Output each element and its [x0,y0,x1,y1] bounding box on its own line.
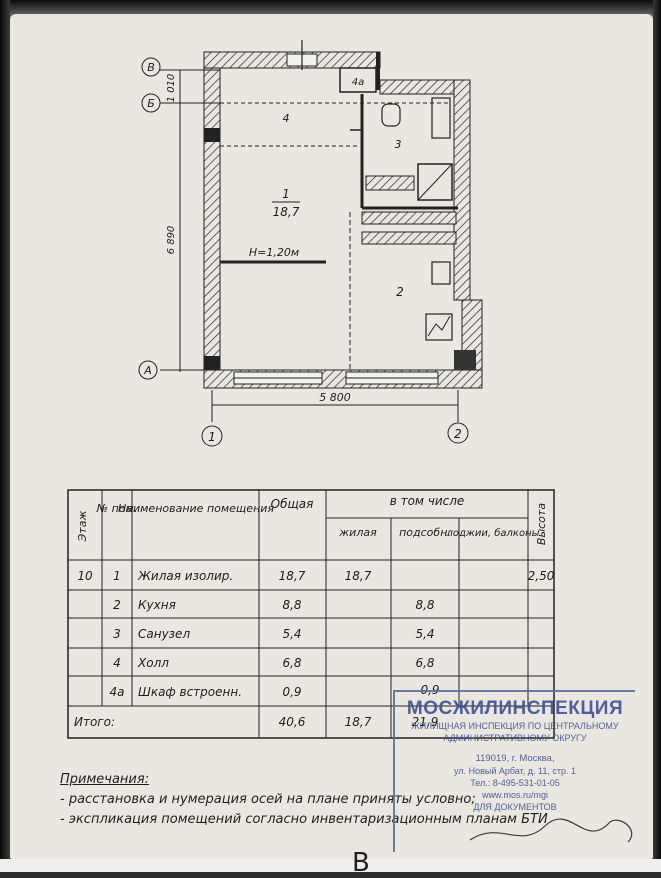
table-row: 2 Кухня 8,8 8,8 [113,598,435,612]
table-row: 4а Шкаф встроенн. 0,9 0,9 [110,683,440,699]
svg-text:5,4: 5,4 [415,627,434,641]
svg-text:Холл: Холл [137,656,169,670]
svg-text:8,8: 8,8 [282,598,301,612]
svg-text:2,50: 2,50 [528,569,555,583]
svg-text:5,4: 5,4 [282,627,301,641]
axis-label-bottom: А [143,364,152,377]
th-living: жилая [338,526,377,539]
axis-label-col-left: 1 [208,430,216,444]
stamp-addr-1: 119019, г. Москва, [475,753,555,764]
room-1-area: 18,7 [273,205,300,219]
stamp-sub-1: ЖИЛИЩНАЯ ИНСПЕКЦИЯ ПО ЦЕНТРАЛЬНОМУ [411,721,619,731]
svg-text:Шкаф встроенн.: Шкаф встроенн. [138,685,242,699]
svg-text:6,8: 6,8 [415,656,434,670]
signature-scribble [469,818,633,843]
svg-text:6,8: 6,8 [282,656,301,670]
plan-labels: В Б А 1 2 1 010 6 890 5 800 1 18,7 Н=1,2… [143,61,462,444]
th-loggia: лоджии, балконы [445,527,539,539]
th-total: Общая [271,497,314,511]
svg-text:4: 4 [113,656,121,670]
interior-partitions [220,67,458,370]
th-incl: в том числе [390,494,465,508]
next-page-letter: В [352,848,370,878]
svg-text:3: 3 [113,627,121,641]
axis-label-top: В [147,61,155,74]
next-page-strip [0,859,661,872]
stamp-addr-2: ул. Новый Арбат, д. 11, стр. 1 [454,766,576,776]
dim-top-offset: 1 010 [166,74,177,103]
svg-text:Кухня: Кухня [138,598,176,612]
svg-text:21,9: 21,9 [412,715,439,729]
dim-width: 5 800 [319,391,351,404]
stamp-addr-5: ДЛЯ ДОКУМЕНТОВ [473,802,557,812]
svg-text:Жилая изолир.: Жилая изолир. [137,569,233,583]
axis-label-mid: Б [147,97,155,110]
table-row: 3 Санузел 5,4 5,4 [113,627,434,641]
photo-frame-right [653,0,661,872]
axis-label-col-right: 2 [454,427,462,441]
room-3-number: 3 [395,138,402,151]
table-row: 4 Холл 6,8 6,8 [113,656,435,670]
svg-text:40,6: 40,6 [279,715,306,729]
room-4a-number: 4а [352,77,365,88]
th-num: № пом. [96,502,138,515]
room-4-number: 4 [283,112,290,125]
inspection-stamp: МОСЖИЛИНСПЕКЦИЯ ЖИЛИЩНАЯ ИНСПЕКЦИЯ ПО ЦЕ… [393,690,635,852]
stamp-org: МОСЖИЛИНСПЕКЦИЯ [406,698,624,719]
th-name: Наименование помещения [118,502,274,515]
th-aux: подсобн. [399,526,451,539]
document-paper [10,14,653,859]
dim-height: 6 890 [166,226,177,255]
stamp-sub-2: АДМИНИСТРАТИВНОМУ ОКРУГУ [443,733,587,743]
svg-text:18,7: 18,7 [345,569,372,583]
svg-text:10: 10 [77,569,93,583]
svg-text:0,9: 0,9 [282,685,301,699]
th-height: Высота [535,503,548,545]
notes-heading: Примечания: [60,772,150,787]
svg-text:2: 2 [113,598,121,612]
notes-line-2: - экспликация помещений согласно инвента… [60,812,548,827]
notes-line-1: - расстановка и нумерация осей на плане … [60,792,476,807]
stamp-addr-4: www.mos.ru/mgi [481,790,548,800]
notes-block: Примечания: - расстановка и нумерация ос… [60,770,660,830]
th-floor: Этаж [76,511,89,543]
stamp-addr-3: Тел.: 8-495-531-01-05 [470,778,560,788]
svg-text:Санузел: Санузел [138,627,190,641]
table-total-row: Итого: 40,6 18,7 21,9 [74,715,438,729]
svg-text:18,7: 18,7 [279,569,306,583]
room-height-note: Н=1,20м [249,246,299,259]
explication-table: Этаж № пом. Наименование помещения Общая… [67,489,555,739]
room-2-number: 2 [396,285,404,299]
table-row: 10 1 Жилая изолир. 18,7 18,7 2,50 [77,569,554,583]
outer-walls [203,40,483,389]
svg-text:1: 1 [113,569,121,583]
photo-frame-left [0,0,10,872]
svg-text:18,7: 18,7 [345,715,372,729]
dimension-lines [138,57,469,447]
room-1-number: 1 [282,187,290,201]
svg-text:8,8: 8,8 [415,598,434,612]
svg-text:Итого:: Итого: [74,715,115,729]
svg-text:4а: 4а [110,685,125,699]
